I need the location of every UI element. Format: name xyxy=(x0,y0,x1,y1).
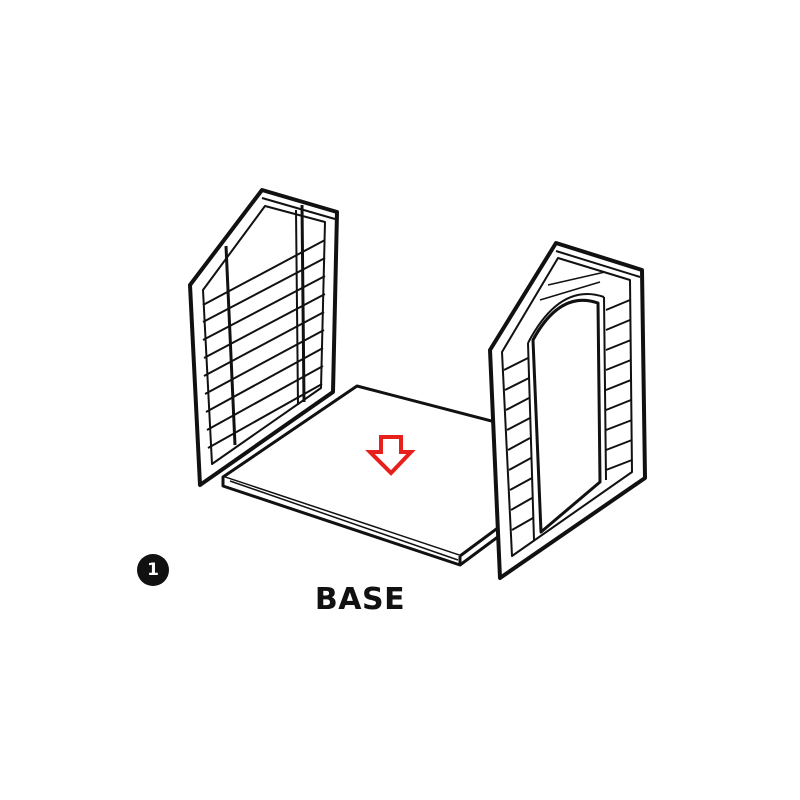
step-number-badge: 1 xyxy=(137,554,169,586)
right-wall-panel xyxy=(488,241,647,580)
step-caption: BASE xyxy=(314,582,406,617)
down-arrow-icon xyxy=(365,435,416,476)
left-wall-panel xyxy=(188,188,339,487)
